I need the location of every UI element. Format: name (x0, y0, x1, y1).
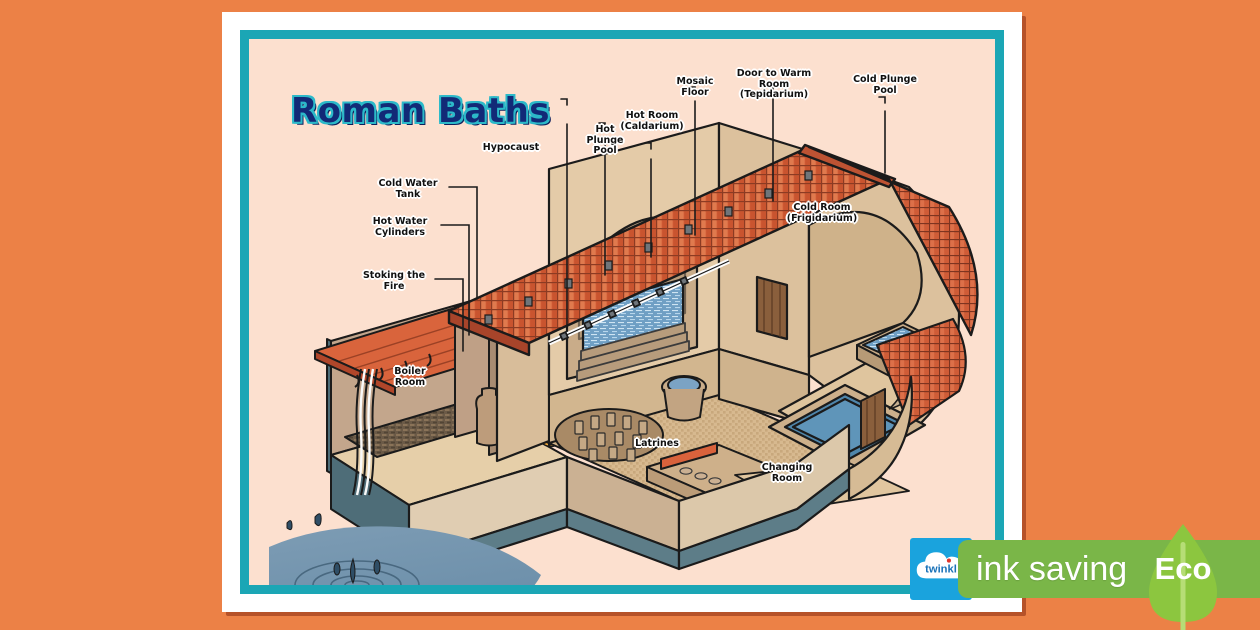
roman-baths-illustration (269, 84, 979, 585)
twinkl-cloud-icon: twinkl (916, 552, 968, 579)
poster-inner-border: Roman Baths Hypocaust Hot Plunge Pool Ho… (240, 30, 1004, 594)
twinkl-wordmark: twinkl (925, 564, 957, 576)
twinkl-eco-badge: twinkl ink saving Eco (902, 524, 1260, 630)
ink-saving-label: ink saving (976, 549, 1128, 588)
eco-leaf-icon (1127, 520, 1239, 630)
eco-label: Eco (1154, 551, 1212, 586)
page-title: Roman Baths (291, 91, 551, 131)
poster-page: Roman Baths Hypocaust Hot Plunge Pool Ho… (222, 12, 1022, 612)
illustration-canvas: Roman Baths Hypocaust Hot Plunge Pool Ho… (249, 39, 995, 585)
